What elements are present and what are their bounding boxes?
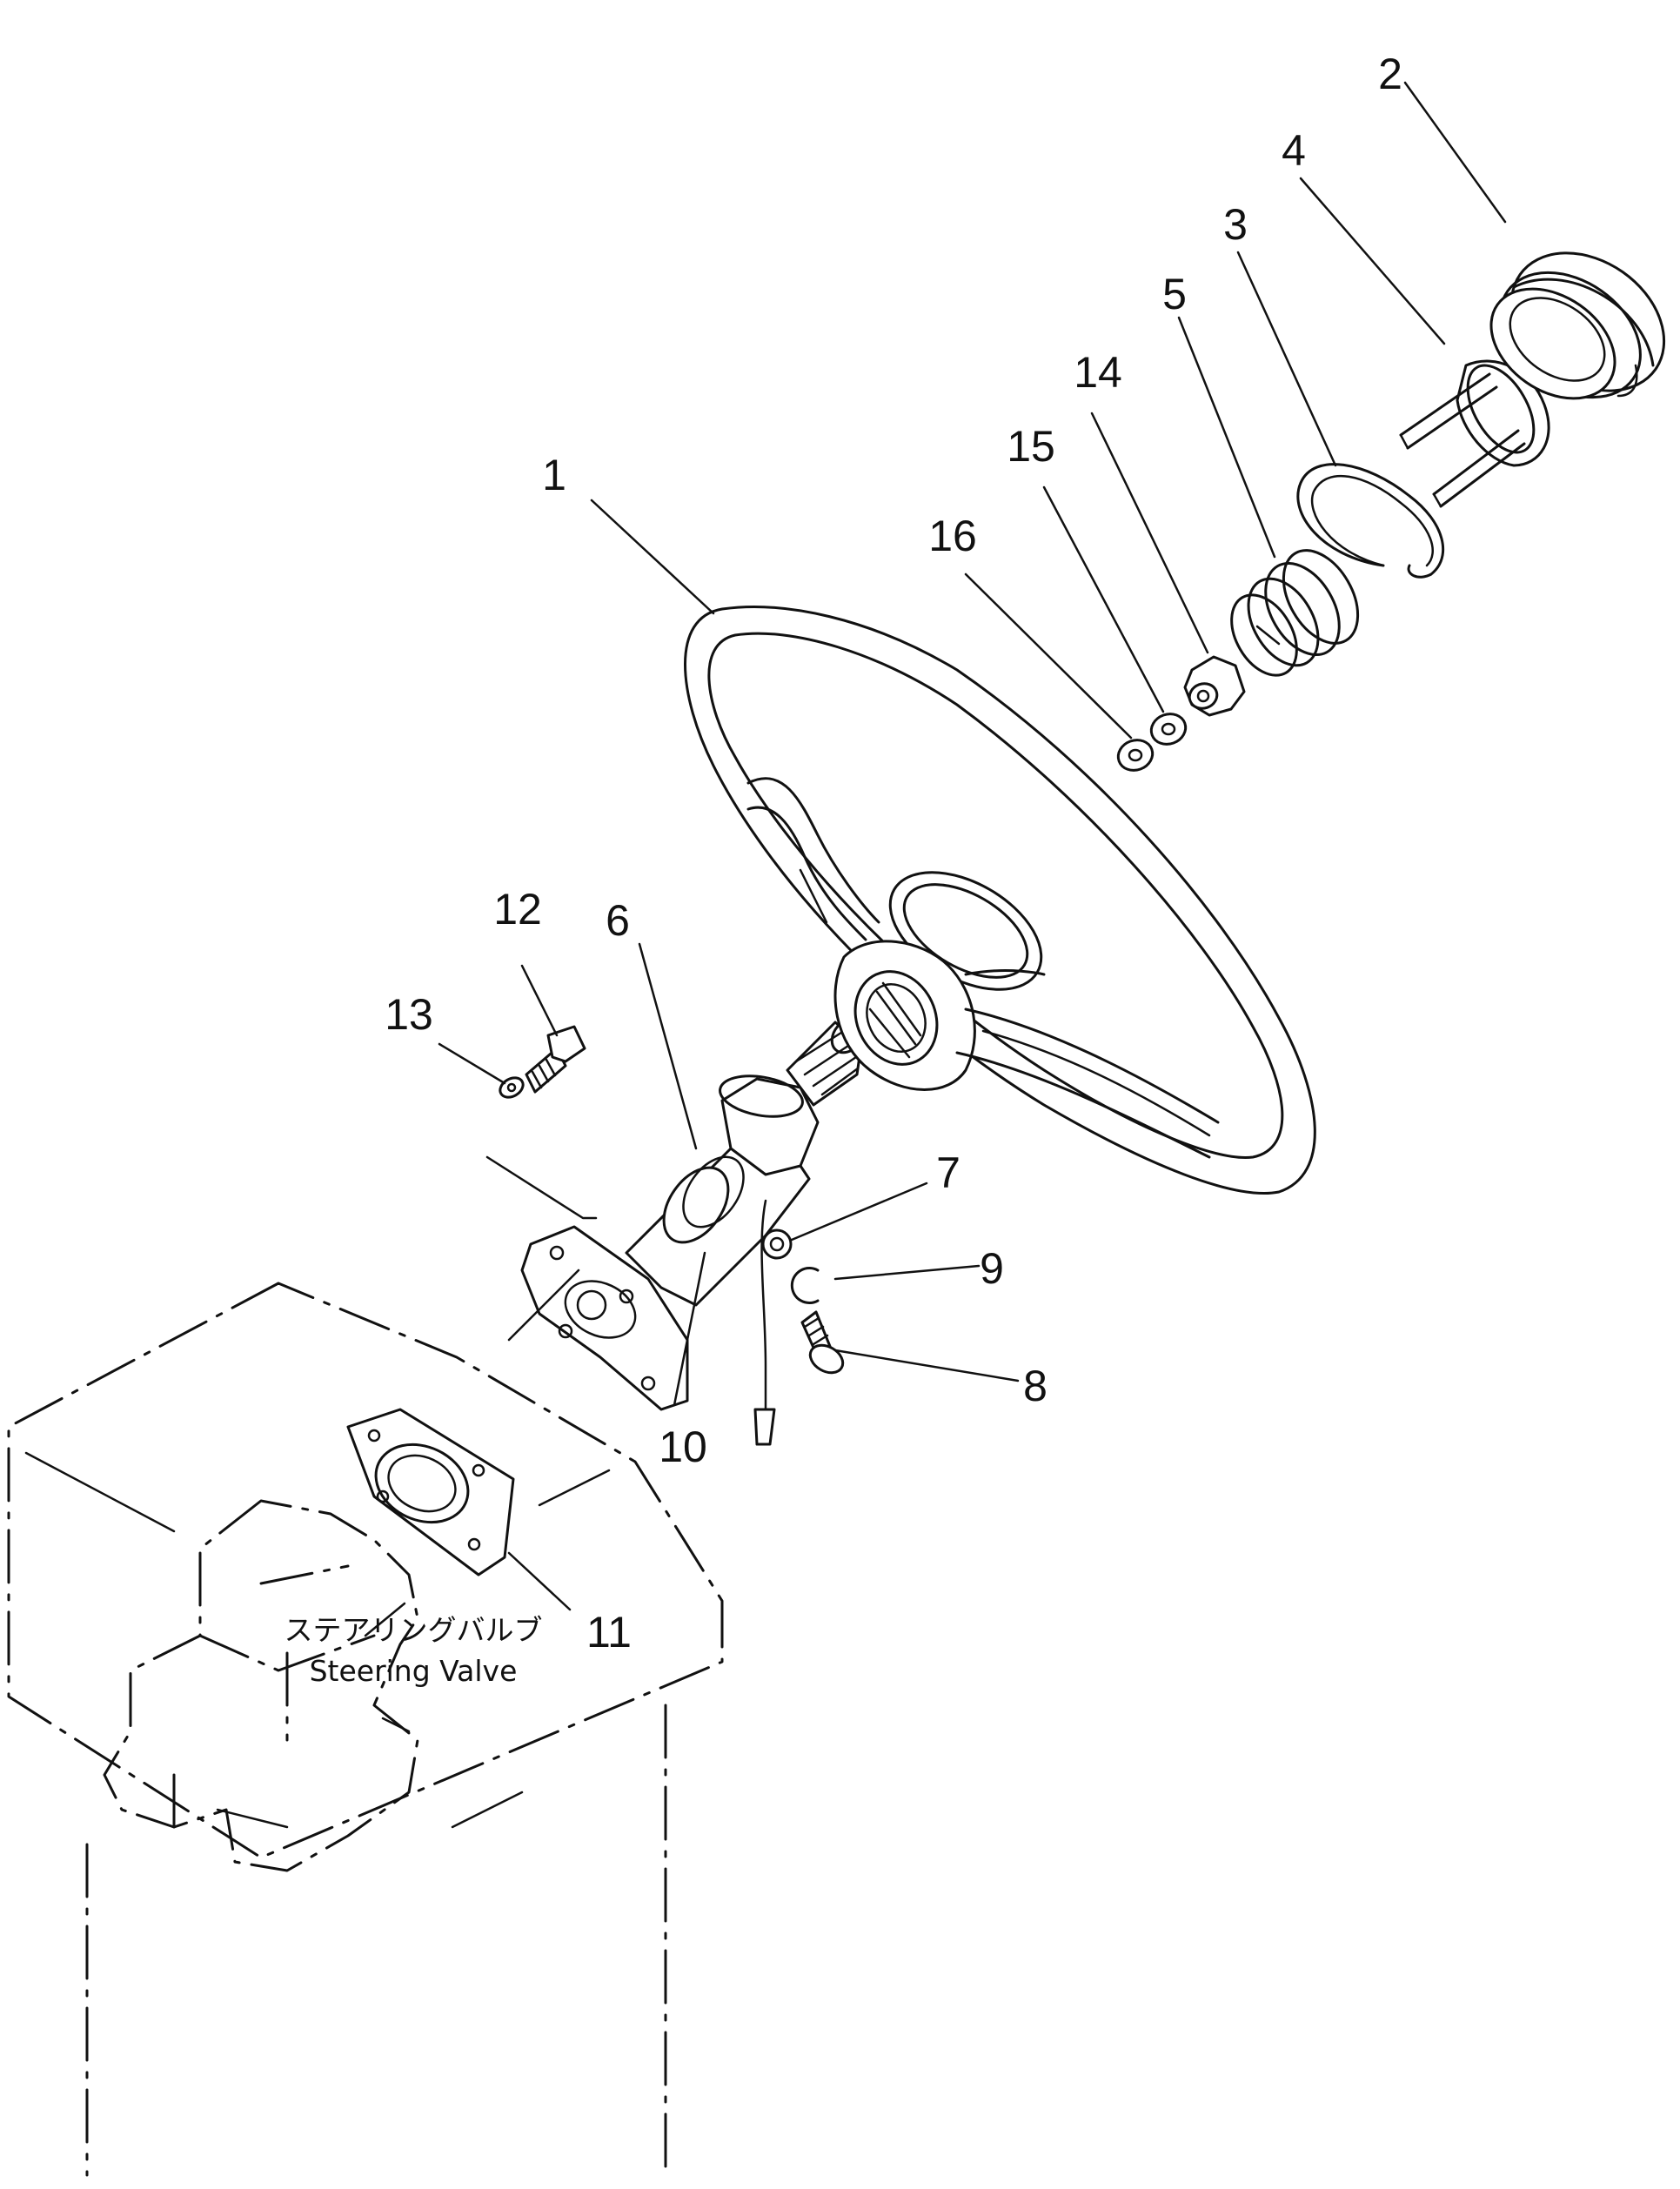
washer-16 bbox=[1116, 739, 1155, 772]
bolt-8 bbox=[800, 1310, 845, 1375]
callout-11: 11 bbox=[586, 1608, 632, 1657]
steering-column-shaft bbox=[520, 1016, 867, 1411]
callout-labels: 1 2 3 4 5 6 7 8 9 10 11 12 13 14 15 16 bbox=[385, 50, 1402, 1657]
callout-14: 14 bbox=[1074, 348, 1122, 397]
steering-valve bbox=[103, 1499, 419, 1872]
caption-english: Steering Valve bbox=[310, 1654, 518, 1688]
nut-14 bbox=[1183, 655, 1246, 717]
callout-2: 2 bbox=[1378, 50, 1402, 98]
caption-japanese: ステアリングバルブ bbox=[284, 1613, 543, 1647]
callout-5: 5 bbox=[1162, 270, 1187, 318]
callout-6: 6 bbox=[606, 896, 630, 945]
callout-8: 8 bbox=[1023, 1362, 1047, 1410]
horn-button-cap bbox=[1489, 251, 1666, 400]
washer-15 bbox=[1149, 713, 1188, 746]
callout-13: 13 bbox=[385, 990, 433, 1039]
washer-13 bbox=[499, 1076, 525, 1099]
console-body-outline bbox=[7, 1282, 724, 2177]
clip-9 bbox=[790, 1267, 820, 1304]
callout-3: 3 bbox=[1223, 200, 1248, 249]
callout-15: 15 bbox=[1007, 422, 1055, 471]
steering-wheel bbox=[684, 606, 1316, 1195]
steering-valve-caption: ステアリングバルブ Steering Valve bbox=[284, 1613, 543, 1688]
spring bbox=[1230, 549, 1360, 677]
callout-4: 4 bbox=[1282, 126, 1306, 175]
leader-lines bbox=[364, 81, 1507, 1637]
callout-9: 9 bbox=[980, 1244, 1004, 1293]
callout-1: 1 bbox=[542, 451, 566, 499]
callout-7: 7 bbox=[936, 1148, 960, 1197]
callout-16: 16 bbox=[928, 512, 977, 560]
bracket-reference-line bbox=[485, 1155, 598, 1220]
callout-10: 10 bbox=[659, 1423, 707, 1471]
callout-12: 12 bbox=[493, 885, 542, 934]
mounting-plate-11 bbox=[346, 1408, 515, 1576]
contact-plate bbox=[1399, 359, 1550, 508]
snap-ring bbox=[1296, 463, 1445, 579]
washer-7 bbox=[761, 1228, 793, 1260]
horn-wire bbox=[753, 1199, 776, 1446]
bolt-12 bbox=[525, 1025, 586, 1094]
